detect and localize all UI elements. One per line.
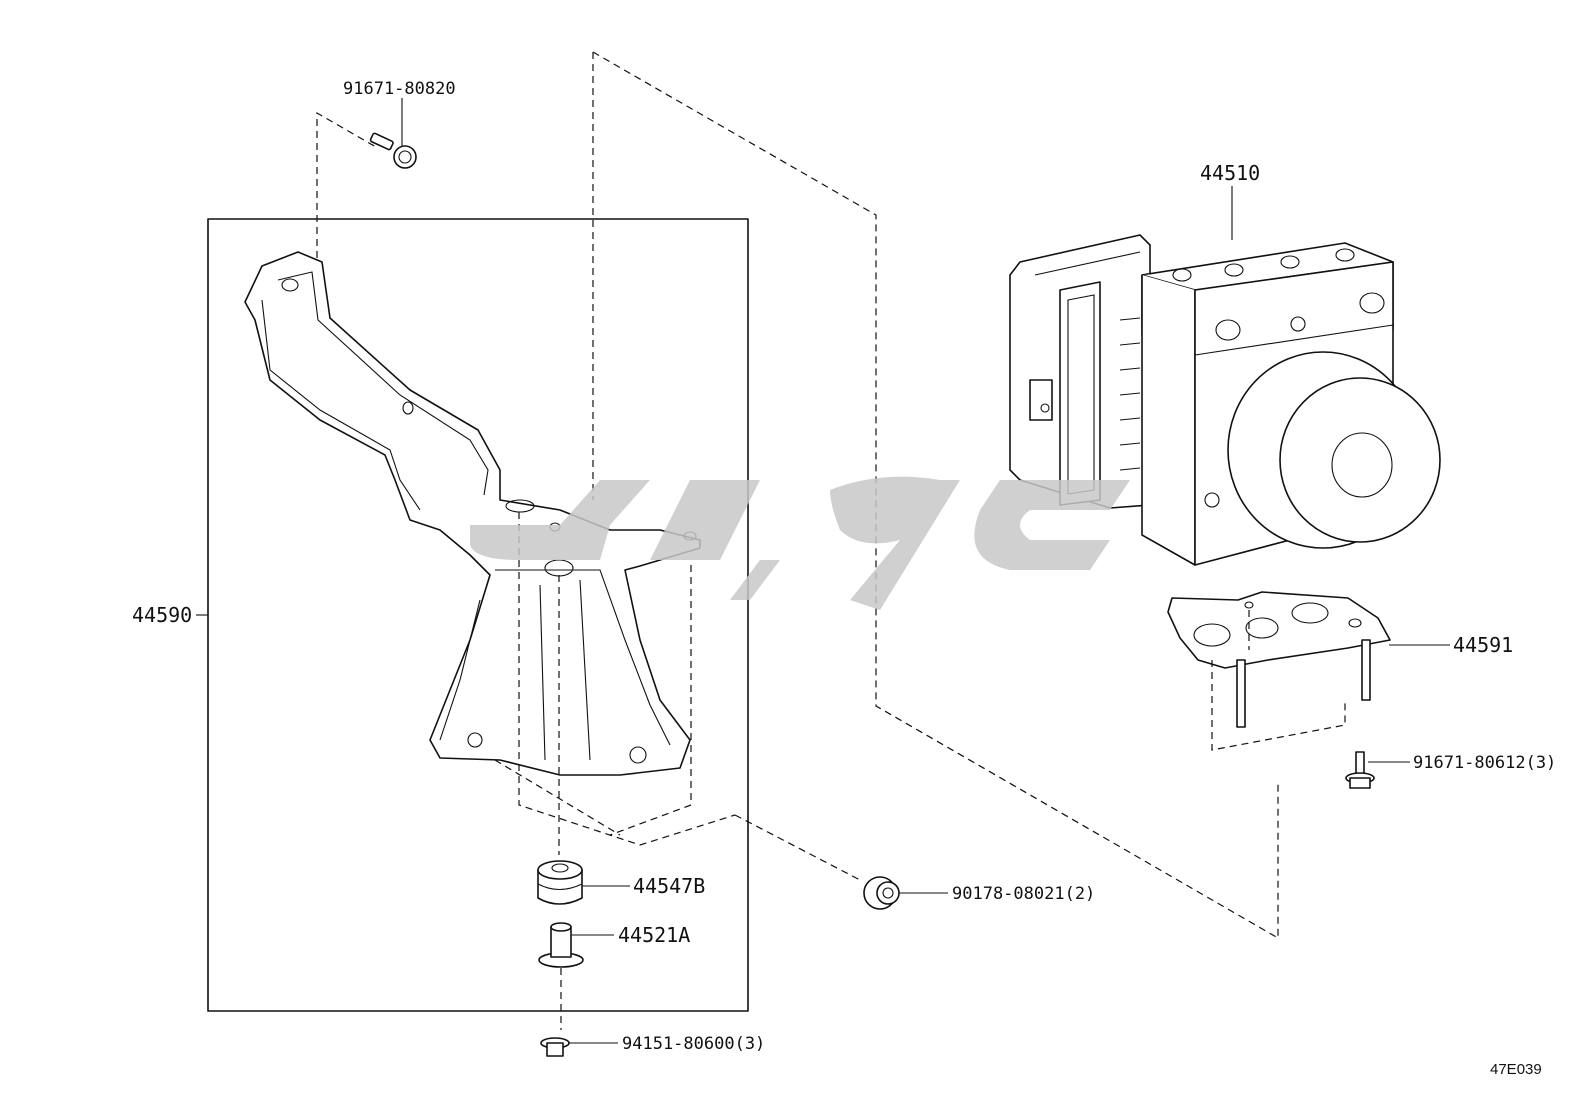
abs-actuator-44510-icon <box>1009 234 1441 566</box>
label-94151-80600: 94151-80600(3) <box>622 1034 765 1054</box>
figure-code: 47E039 <box>1490 1061 1542 1078</box>
abs-bracket-44590-icon <box>244 251 701 776</box>
bolt-91671-80612-icon <box>1345 751 1375 789</box>
watermark-logo-icon <box>470 476 1130 610</box>
bracket-plate-44591-icon <box>1167 591 1391 728</box>
nut-90178-08021-icon <box>863 876 900 910</box>
label-44547B: 44547B <box>633 874 705 898</box>
label-90178-08021: 90178-08021(2) <box>952 884 1095 904</box>
cushion-44547B-icon <box>537 860 583 905</box>
bracket-dash-3 <box>494 759 621 836</box>
bracket-dash-1 <box>518 512 736 846</box>
plate-dash <box>1211 660 1346 751</box>
bracket-dash-2 <box>609 565 692 836</box>
label-44591: 44591 <box>1453 633 1513 657</box>
nut-94151-80600-icon <box>540 1037 570 1057</box>
label-44521A: 44521A <box>618 923 690 947</box>
bracket-dash-nut <box>734 814 861 881</box>
mounting-plane-dashes <box>592 51 1279 940</box>
bolt-dash-line <box>316 111 377 258</box>
bolt-91671-80820-icon <box>369 132 417 169</box>
label-91671-80820: 91671-80820 <box>343 79 456 99</box>
label-91671-80612: 91671-80612(3) <box>1413 753 1556 773</box>
label-44510: 44510 <box>1200 161 1260 185</box>
collar-44521A-icon <box>538 922 584 968</box>
label-44590: 44590 <box>132 603 192 627</box>
